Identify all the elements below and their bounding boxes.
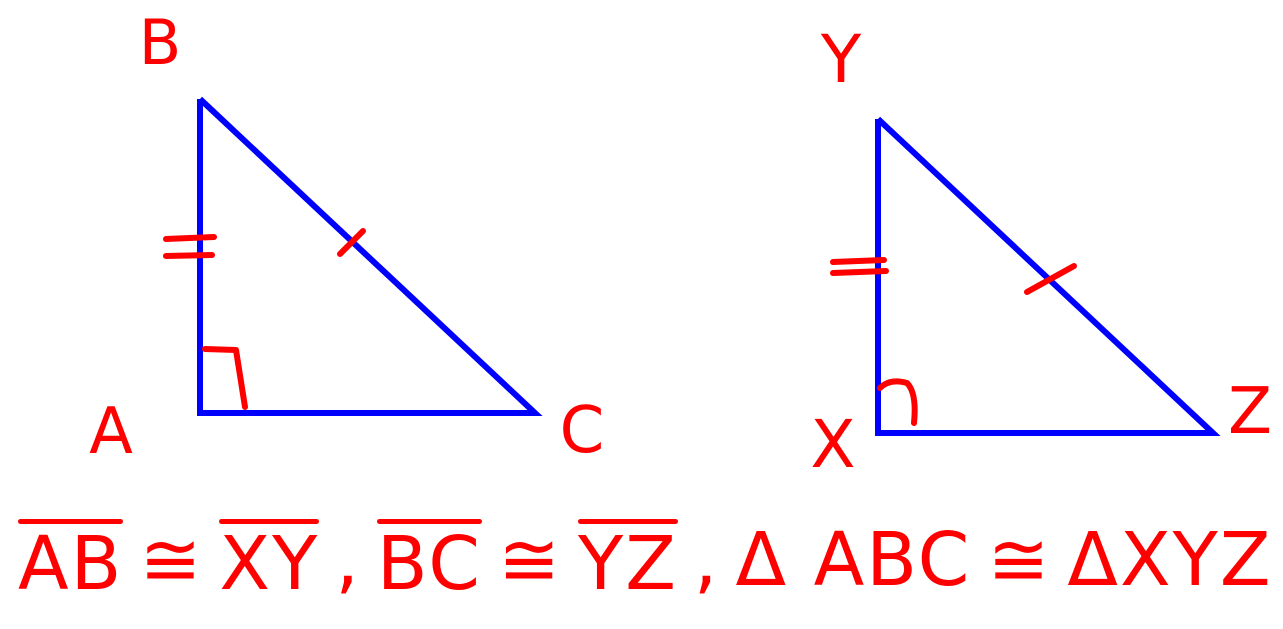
- triangle-xyz-right-angle-mark: [877, 378, 918, 426]
- congruent-symbol-3: ≅: [987, 517, 1052, 603]
- congruent-symbol-2: ≅: [497, 517, 562, 603]
- triangle-abc-outline: [197, 96, 543, 416]
- triangle-abc-side-bc-single-tick: [337, 228, 366, 257]
- vertex-label-z: Z: [1228, 375, 1272, 449]
- triangle-abc-right-angle-mark: [202, 346, 248, 410]
- vertex-label-c: C: [560, 394, 605, 468]
- vertex-label-y: Y: [820, 21, 862, 98]
- triangle-xyz: Y X Z: [810, 21, 1272, 483]
- triangle-xyz-outline: [875, 116, 1221, 436]
- segment-ab: AB: [18, 519, 124, 607]
- segment-bc: BC: [376, 519, 483, 607]
- triangle-xyz-label: ΔXYZ: [1067, 517, 1273, 603]
- comma-2: ,: [693, 517, 720, 603]
- comma-1: ,: [335, 517, 361, 603]
- triangle-xyz-side-xy-double-tick: [830, 257, 889, 276]
- triangle-abc-side-ab-double-tick: [163, 234, 217, 259]
- triangle-abc: B A C: [89, 6, 604, 469]
- segment-yz: YZ: [578, 519, 678, 607]
- congruence-statement: AB ≅ XY , BC ≅ YZ , Δ ABC ≅ ΔXYZ: [18, 500, 1278, 620]
- vertex-label-b: B: [139, 6, 182, 79]
- triangle-xyz-side-yz-single-tick: [1024, 263, 1077, 295]
- triangle-abc-label: Δ ABC: [735, 517, 972, 603]
- congruent-symbol-1: ≅: [139, 517, 204, 603]
- segment-xy: XY: [219, 519, 320, 607]
- vertex-label-x: X: [810, 406, 855, 483]
- vertex-label-a: A: [89, 395, 133, 469]
